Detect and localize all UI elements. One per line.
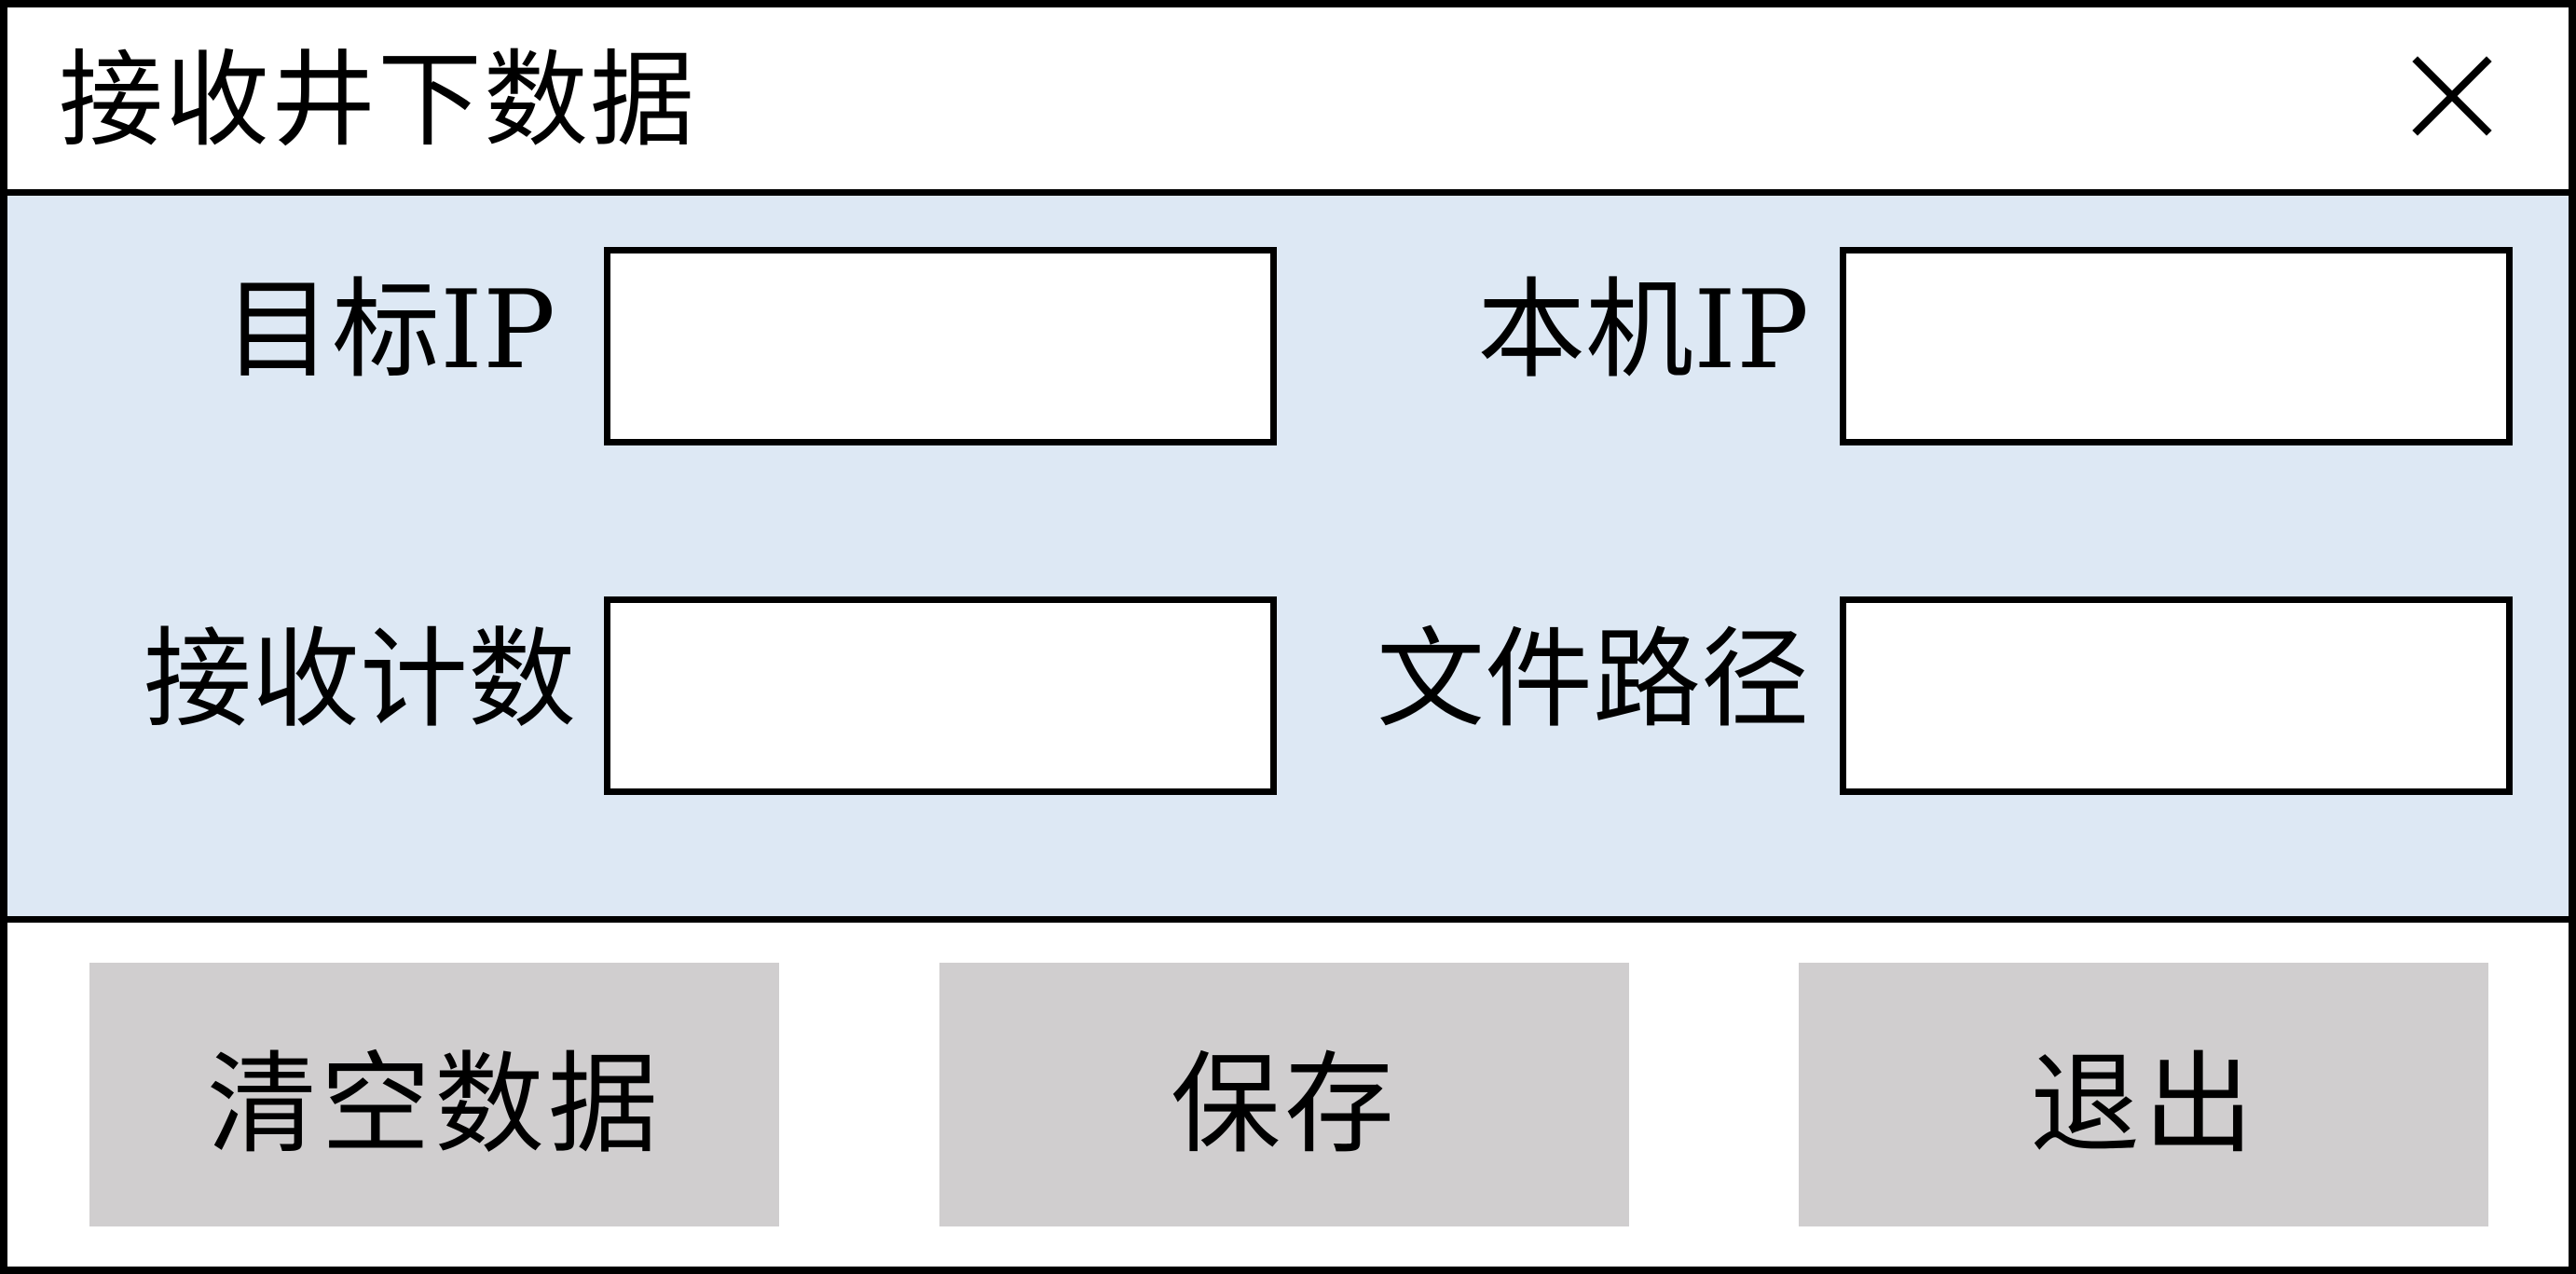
clear-data-button[interactable]: 清空数据	[89, 963, 779, 1226]
target-ip-input[interactable]	[604, 247, 1277, 445]
target-ip-label: 目标IP	[224, 267, 555, 393]
local-ip-input[interactable]	[1840, 247, 2513, 445]
local-ip-label: 本机IP	[1477, 267, 1809, 393]
receive-count-input[interactable]	[604, 596, 1277, 795]
file-path-label: 文件路径	[1377, 617, 1809, 743]
button-bar: 清空数据 保存 退出	[7, 923, 2569, 1267]
title-bar: 接收井下数据	[7, 7, 2569, 189]
receive-count-label: 接收计数	[144, 617, 576, 743]
close-button[interactable]	[2401, 45, 2503, 147]
exit-button[interactable]: 退出	[1799, 963, 2488, 1226]
form-panel: 目标IP 本机IP 接收计数 文件路径	[7, 189, 2569, 923]
window-title: 接收井下数据	[59, 40, 696, 161]
save-button[interactable]: 保存	[939, 963, 1629, 1226]
file-path-input[interactable]	[1840, 596, 2513, 795]
close-icon	[2412, 56, 2492, 136]
